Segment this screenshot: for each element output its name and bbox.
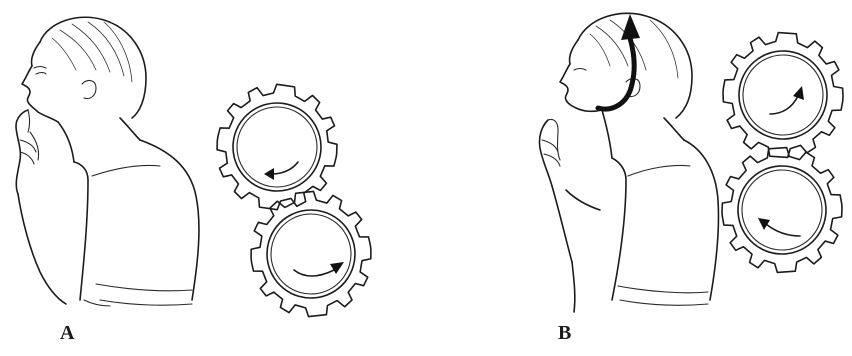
profile-figure-a: [16, 17, 199, 306]
rotation-arrow-icon-a-top: [264, 162, 298, 180]
rotation-arrow-icon-b-top: [770, 86, 804, 114]
gear-icon-a-bottom: [245, 186, 377, 322]
gear-icon-a-top: [209, 77, 345, 216]
profile-figure-b: [539, 13, 718, 312]
gear-icon-b-bottom: [718, 144, 846, 276]
gear-icon-b-top: [719, 29, 847, 161]
rotation-arrow-icon-b-bottom: [758, 218, 800, 236]
panel-label-b: B: [558, 322, 571, 345]
rotation-arrow-icon-a-bottom: [294, 262, 344, 276]
upward-arrow-icon: [598, 14, 640, 109]
panel-b: [539, 13, 847, 312]
panel-label-a: A: [60, 322, 74, 345]
panel-a: [16, 17, 377, 322]
